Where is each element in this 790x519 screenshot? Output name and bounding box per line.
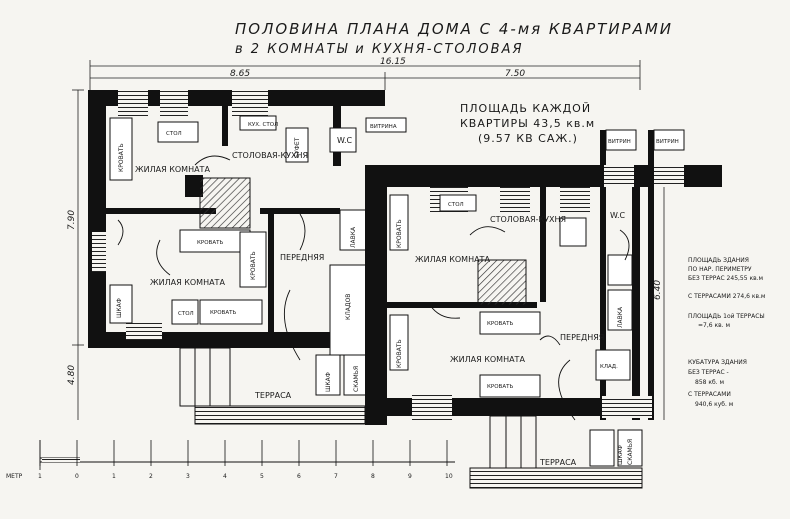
dim-right: 7.50	[505, 69, 525, 79]
right-lavka: ЛАВКА	[617, 306, 624, 328]
right-shkaf: ШКАФ	[617, 445, 624, 465]
dim-left: 8.65	[230, 69, 250, 79]
right-vitrina-a: ВИТРИН	[608, 139, 631, 145]
left-shkaf-b: ШКАФ	[116, 298, 123, 318]
right-terrace-pillars	[489, 415, 537, 469]
note-building-area-1: ПЛОЩАДЬ ЗДАНИЯ	[688, 257, 749, 264]
dim-left-height: 7.90	[67, 210, 77, 230]
left-table-b: СТОЛ	[178, 311, 194, 317]
left-bed-d: КРОВАТЬ	[250, 251, 257, 280]
scale-tick-label: 1	[38, 473, 42, 480]
left-unit-doors	[117, 155, 306, 361]
note-volume-2: БЕЗ ТЕРРАС -	[688, 369, 729, 376]
left-bench: СКАМЬЯ	[353, 366, 360, 392]
left-side-steps	[92, 232, 106, 272]
title-line-1: ПОЛОВИНА ПЛАНА ДОМА С 4-мя КВАРТИРАМИ	[235, 20, 673, 38]
right-unit-furniture	[389, 129, 685, 467]
right-bed-a: КРОВАТЬ	[487, 321, 513, 327]
left-terrace-pillars	[179, 347, 231, 407]
dim-overall: 16.15	[380, 57, 406, 67]
left-shkaf-a: ШКАФ	[325, 372, 332, 392]
left-vitrina: ВИТРИНА	[370, 124, 397, 130]
left-living-2: ЖИЛАЯ КОМНАТА	[150, 278, 225, 287]
left-kitchen: СТОЛОВАЯ-КУХНЯ	[232, 151, 308, 160]
left-bed-b: КРОВАТЬ	[210, 310, 236, 316]
left-kitchen-table: КУХ. СТОЛ	[248, 122, 278, 128]
left-stove	[199, 177, 251, 229]
scale-tick-label: 7	[334, 473, 338, 480]
right-bed-b: КРОВАТЬ	[487, 384, 513, 390]
right-hall: ПЕРЕДНЯЯ	[560, 333, 604, 342]
note-terrace-area-1: ПЛОЩАДЬ 1ой ТЕРРАСЫ	[688, 313, 765, 320]
dim-right-height: 6.40	[653, 280, 663, 300]
left-chimney-3	[232, 90, 268, 118]
right-kladov: КЛАД.	[600, 364, 618, 370]
left-kladov: КЛАДОВ	[345, 294, 352, 320]
right-side-steps	[602, 396, 652, 418]
right-chimney-5	[654, 165, 684, 187]
scale-tick-label: 0	[75, 473, 79, 480]
left-chimney-2	[160, 90, 188, 118]
left-wc: W.C	[337, 136, 353, 145]
right-bottom-steps	[412, 395, 452, 421]
right-bed-d: КРОВАТЬ	[396, 339, 403, 368]
scale-tick-label: 4	[223, 473, 227, 480]
right-chimney-2	[500, 187, 530, 213]
left-table-a: СТОЛ	[166, 131, 182, 137]
scale-tick-label: 5	[260, 473, 264, 480]
note-building-area-3: БЕЗ ТЕРРАС 245,55 кв.м	[688, 275, 763, 282]
left-bottom-steps	[126, 320, 162, 340]
right-table: СТОЛ	[448, 202, 464, 208]
left-bed-c: КРОВАТЬ	[118, 143, 125, 172]
note-terrace-area-2: =7,6 кв. м	[698, 322, 730, 329]
right-wc: W.C	[610, 211, 626, 220]
scale-label: МЕТР	[6, 473, 23, 480]
left-bed-a: КРОВАТЬ	[197, 240, 223, 246]
scale-tick-label: 2	[149, 473, 153, 480]
scale-tick-label: 8	[371, 473, 375, 480]
right-chimney-3	[560, 187, 590, 213]
left-terrace: ТЕРРАСА	[254, 391, 292, 400]
dim-left-lower: 4.80	[67, 365, 77, 385]
right-chimney-4	[604, 165, 634, 187]
scale-tick-label: 10	[445, 473, 453, 480]
left-buffet: БУФЕТ	[294, 137, 301, 158]
right-bed-c: КРОВАТЬ	[396, 219, 403, 248]
note-volume-4: С ТЕРРАСАМИ	[688, 391, 731, 398]
scale-tick-label: 6	[297, 473, 301, 480]
right-terrace: ТЕРРАСА	[539, 458, 577, 467]
note-volume-3: 858 кб. м	[695, 379, 724, 386]
right-kitchen: СТОЛОВАЯ-КУХНЯ	[490, 215, 566, 224]
area-line-3: (9.57 КВ САЖ.)	[478, 132, 578, 145]
title-line-2: в 2 КОМНАТЫ и КУХНЯ-СТОЛОВАЯ	[235, 42, 524, 57]
right-bench: СКАМЬЯ	[627, 439, 634, 465]
left-hall: ПЕРЕДНЯЯ	[280, 253, 324, 262]
area-line-2: КВАРТИРЫ 43,5 кв.м	[460, 117, 595, 130]
dimension-lines	[72, 60, 665, 420]
note-building-area-2: ПО НАР. ПЕРИМЕТРУ	[688, 266, 752, 273]
note-volume-1: КУБАТУРА ЗДАНИЯ	[688, 359, 747, 366]
right-vitrina-b: ВИТРИН	[656, 139, 679, 145]
scale-bar	[39, 440, 455, 470]
right-stove	[477, 259, 527, 306]
left-lavka: ЛАВКА	[350, 226, 357, 248]
right-terrace-steps	[469, 467, 643, 489]
scale-tick-label: 1	[112, 473, 116, 480]
note-volume-5: 940,6 куб. м	[695, 401, 733, 408]
left-chimney-1	[118, 90, 148, 118]
note-building-area-4: С ТЕРРАСАМИ 274,6 кв.м	[688, 293, 765, 300]
right-unit-doors	[429, 226, 630, 421]
left-terrace-steps	[194, 405, 366, 425]
scale-tick-label: 3	[186, 473, 190, 480]
left-living-1: ЖИЛАЯ КОМНАТА	[135, 165, 210, 174]
left-unit-furniture	[109, 115, 407, 396]
right-living-2: ЖИЛАЯ КОМНАТА	[450, 355, 525, 364]
scale-tick-label: 9	[408, 473, 412, 480]
right-living-1: ЖИЛАЯ КОМНАТА	[415, 255, 490, 264]
area-line-1: ПЛОЩАДЬ КАЖДОЙ	[460, 102, 591, 115]
